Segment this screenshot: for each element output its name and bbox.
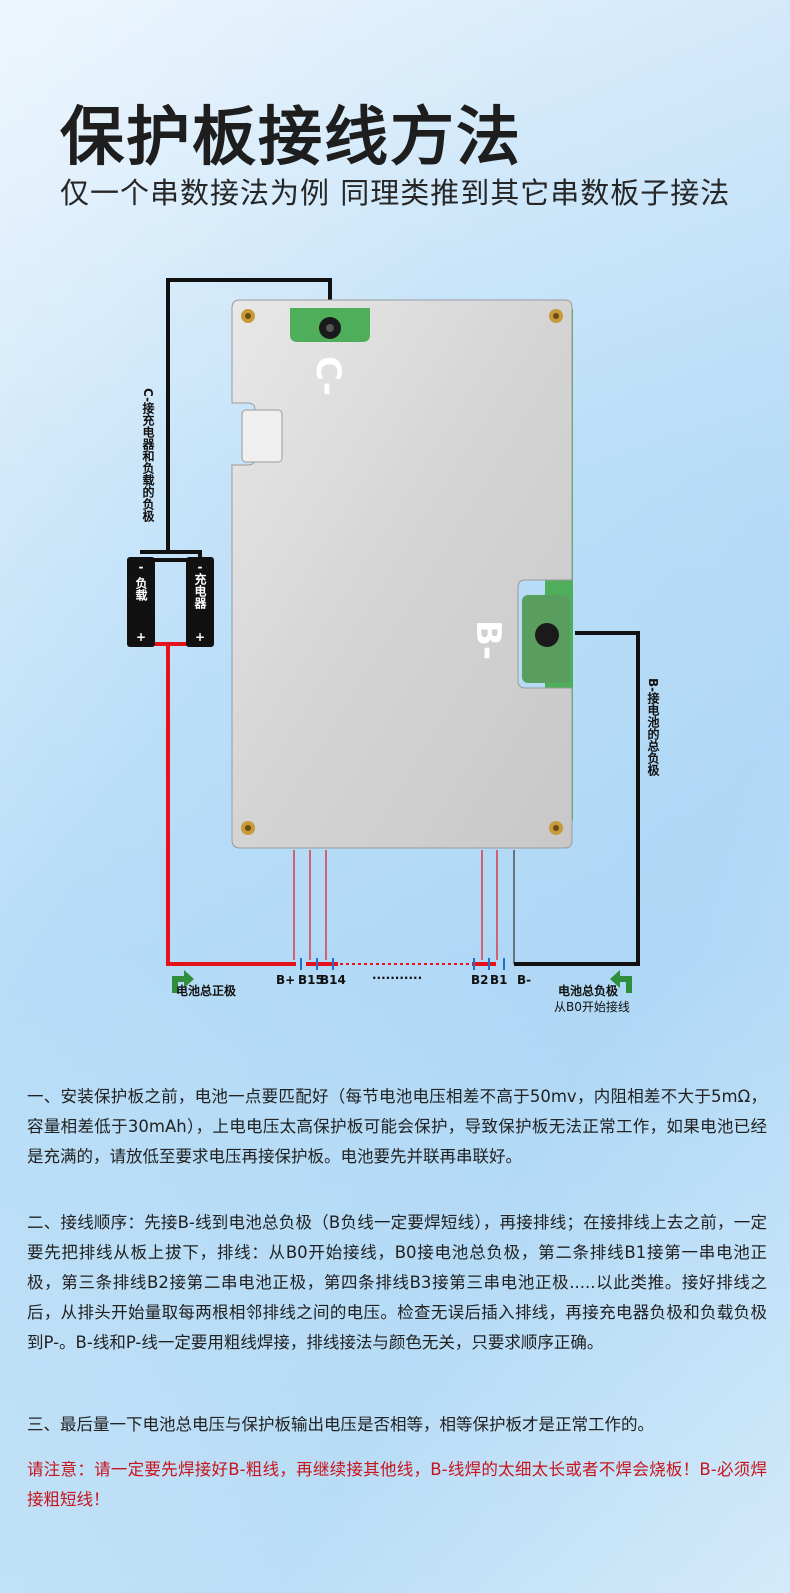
load-device: - 负载 + bbox=[127, 557, 155, 647]
neg-arrow-icon bbox=[610, 970, 632, 993]
pin-b2: B2 bbox=[471, 973, 489, 987]
protection-board bbox=[231, 299, 573, 849]
pin-b1: B1 bbox=[490, 973, 508, 987]
pos-arrow-icon bbox=[172, 970, 194, 993]
pin-dots: ··········· bbox=[372, 971, 423, 985]
b-minus-wire-note: B-接电池的总负极 bbox=[646, 678, 660, 777]
total-negative-sublabel: 从B0开始接线 bbox=[554, 1000, 630, 1014]
wiring-diagram: C- B- C-接充电器和负载的负极 B-接电池的总负极 - 负载 + - 充电… bbox=[0, 260, 790, 1040]
b-minus-wire bbox=[514, 631, 640, 966]
b-minus-port-label: B- bbox=[468, 620, 508, 661]
instruction-paragraph-2: 二、接线顺序：先接B-线到电池总负极（B负线一定要焊短线），再接排线；在接排线上… bbox=[27, 1213, 767, 1352]
load-minus: - bbox=[138, 560, 144, 574]
warning-note: 请注意：请一定要先焊接好B-粗线，再继续接其他线，B-线焊的太细太长或者不焊会烧… bbox=[27, 1460, 767, 1509]
total-positive-wire bbox=[166, 644, 296, 966]
load-label: 负载 bbox=[134, 577, 148, 601]
pin-bplus: B+ bbox=[276, 973, 296, 987]
pin-b14: B14 bbox=[320, 973, 346, 987]
total-negative-label: 电池总负极 bbox=[558, 984, 619, 998]
charger-plus: + bbox=[194, 630, 206, 644]
instruction-paragraph-1: 一、安装保护板之前，电池一点要匹配好（每节电池电压相差不高于50mv，内阻相差不… bbox=[27, 1087, 767, 1166]
charger-minus: - bbox=[197, 560, 203, 574]
charger-device: - 充电器 + bbox=[186, 557, 214, 647]
wiring-diagram-graphic bbox=[138, 278, 640, 993]
page-subtitle: 仅一个串数接法为例 同理类推到其它串数板子接法 bbox=[60, 176, 731, 210]
pin-bminus: B- bbox=[517, 973, 532, 987]
total-positive-label: 电池总正极 bbox=[176, 984, 237, 998]
pin-b15: B15 bbox=[298, 973, 324, 987]
page-title: 保护板接线方法 bbox=[60, 101, 522, 175]
charger-label: 充电器 bbox=[193, 573, 207, 609]
instruction-paragraph-3: 三、最后量一下电池总电压与保护板输出电压是否相等，相等保护板才是正常工作的。 bbox=[27, 1415, 654, 1434]
c-minus-wire-note: C-接充电器和负载的负极 bbox=[141, 388, 155, 523]
pin-markers bbox=[300, 958, 505, 970]
load-plus: + bbox=[135, 630, 147, 644]
c-minus-port-label: C- bbox=[308, 356, 348, 396]
balance-harness-wires bbox=[293, 850, 498, 960]
